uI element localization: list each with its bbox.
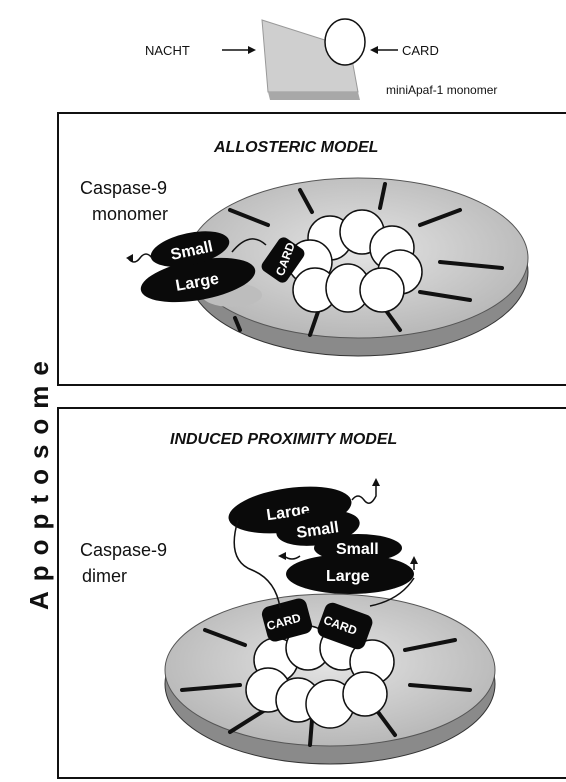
induced-caspase-label-2: dimer	[82, 566, 127, 586]
card-arrowhead	[370, 46, 378, 54]
allosteric-title: ALLOSTERIC MODEL	[213, 139, 378, 156]
allosteric-panel: ALLOSTERIC MODEL Caspase-9 monomer	[57, 112, 566, 386]
allosteric-card-domain	[261, 237, 305, 283]
induced-small-label-1: Small	[295, 519, 340, 542]
allosteric-caspase-label-1: Caspase-9	[80, 178, 167, 198]
induced-linker-2	[369, 577, 415, 607]
induced-tail-arrowhead-2	[278, 552, 286, 560]
allosteric-caspase-label-2: monomer	[92, 204, 168, 224]
nacht-domain-side	[268, 92, 360, 100]
induced-tail-arrowhead-3	[410, 556, 418, 564]
allosteric-linker	[231, 238, 267, 253]
nacht-arrowhead	[248, 46, 256, 54]
induced-proximity-panel: INDUCED PROXIMITY MODEL Caspase-9 dimer	[57, 407, 566, 779]
induced-linker-1	[233, 519, 281, 609]
induced-card-domain-1	[261, 598, 313, 642]
allosteric-disc-spokes	[228, 182, 504, 337]
induced-tail-2	[283, 555, 301, 560]
induced-tail-arrowhead-1	[372, 478, 380, 486]
legend-monomer-label: miniApaf-1 monomer	[386, 83, 497, 97]
allosteric-disc-top	[187, 177, 529, 339]
induced-caspase-label-1: Caspase-9	[80, 540, 167, 560]
allosteric-large-subunit	[140, 257, 256, 303]
induced-tail-1	[351, 482, 377, 504]
allosteric-card-ring	[287, 209, 423, 313]
allosteric-panel-frame	[57, 112, 566, 386]
apoptosome-side-label: Apoptosome	[24, 351, 54, 610]
legend: NACHT CARD miniApaf-1 monomer	[145, 18, 497, 100]
induced-title: INDUCED PROXIMITY MODEL	[170, 431, 397, 448]
induced-disc-top	[164, 593, 496, 747]
legend-card-label: CARD	[402, 43, 439, 58]
induced-panel-frame	[57, 407, 566, 779]
induced-card-ring	[245, 625, 395, 729]
induced-large-label-2: Large	[326, 568, 370, 585]
allosteric-small-subunit	[150, 231, 230, 267]
card-domain-shape	[324, 18, 366, 66]
allosteric-tail-arrowhead	[126, 254, 133, 262]
induced-large-subunit-2	[286, 554, 414, 594]
induced-disc-spokes	[180, 628, 472, 747]
legend-nacht-label: NACHT	[145, 43, 190, 58]
induced-small-label-2: Small	[336, 541, 379, 558]
induced-card-domain-2	[317, 602, 373, 650]
allosteric-tail	[127, 253, 153, 263]
